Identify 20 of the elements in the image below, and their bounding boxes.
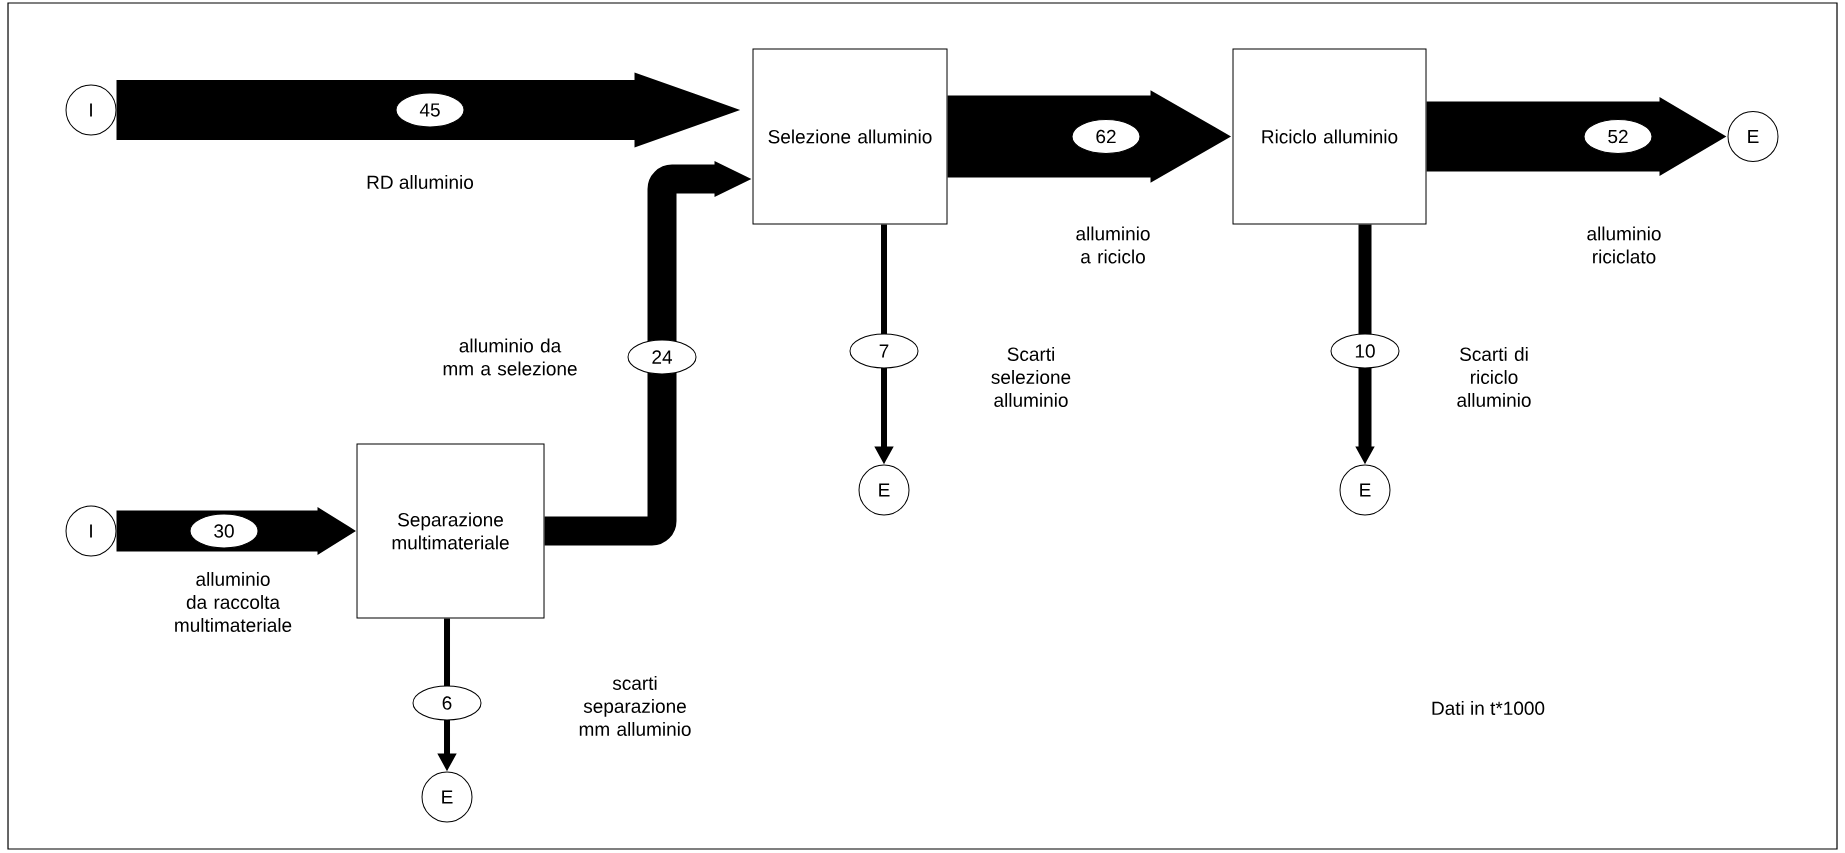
edge-label: 30: [189, 513, 259, 549]
edge-label: 45: [395, 92, 465, 128]
process-box: Selezione alluminio: [752, 48, 948, 225]
flow-name: RD alluminio: [367, 175, 473, 189]
flow-name: alluminio da raccolta multimateriale: [175, 572, 292, 632]
flow-name: alluminio da mm a selezione: [443, 338, 577, 376]
process-box: Separazione multimateriale: [356, 443, 545, 619]
flow-name: alluminio a riciclo: [1076, 226, 1150, 264]
edge-label: 6: [412, 685, 482, 721]
flow-name: Scarti selezione alluminio: [991, 347, 1071, 407]
process-box: Riciclo alluminio: [1232, 48, 1427, 225]
flow-name: alluminio riciclato: [1587, 226, 1661, 264]
flow-name: Scarti di riciclo alluminio: [1457, 347, 1531, 407]
edge-label: 52: [1583, 119, 1653, 154]
edge-label: 10: [1330, 333, 1400, 369]
edge-label: 24: [627, 339, 697, 375]
flow-name: Dati in t*1000: [1432, 701, 1545, 715]
flow-name: scarti separazione mm alluminio: [579, 676, 691, 736]
edge-label: 7: [849, 333, 919, 369]
edge-label: 62: [1071, 119, 1141, 154]
